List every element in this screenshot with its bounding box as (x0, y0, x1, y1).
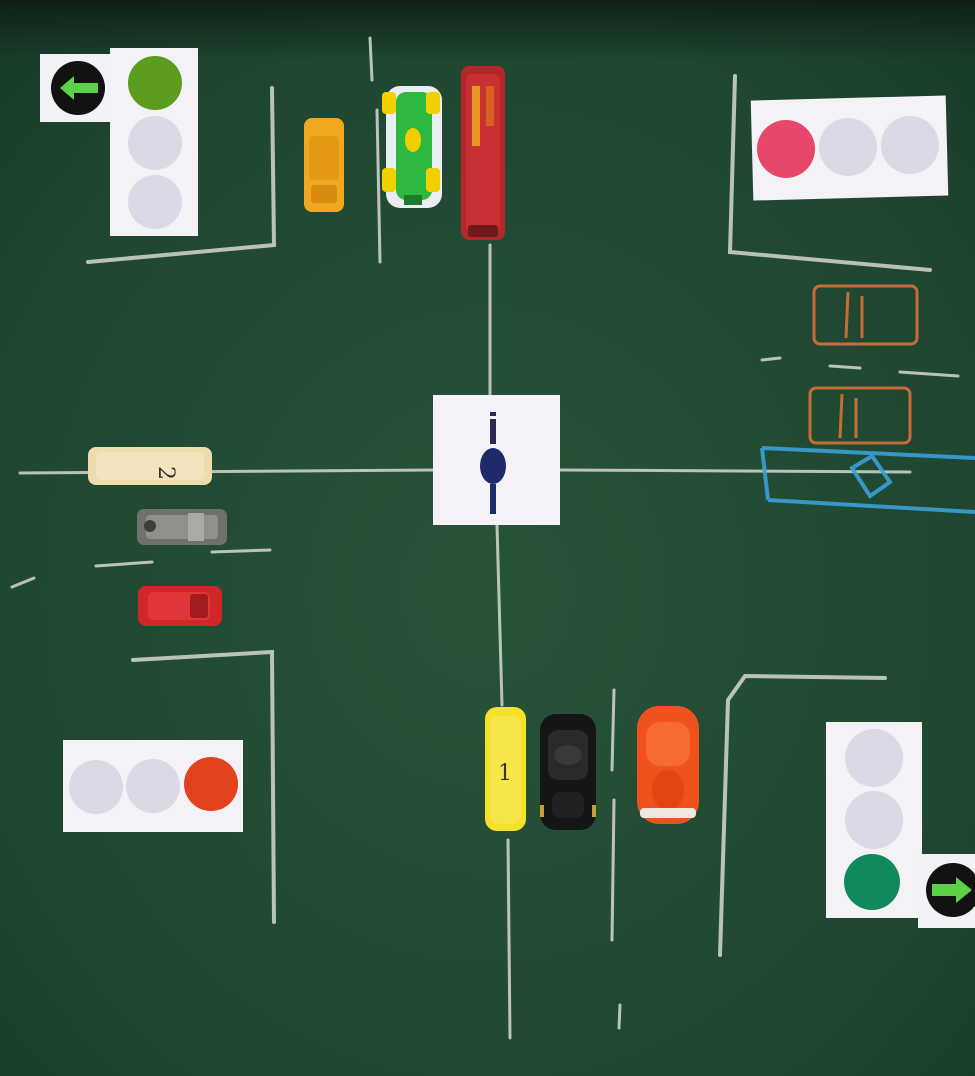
traffic-light-top-right (750, 95, 949, 201)
traffic-controller-icon (480, 408, 506, 514)
car-grey (137, 509, 227, 545)
bus-number-1: 1 (498, 761, 512, 786)
car-green-racer (382, 86, 442, 208)
car-red-small (138, 586, 222, 626)
car-yellow-top (304, 118, 344, 212)
bus-red (461, 66, 505, 240)
traffic-light-bottom-left (63, 740, 243, 832)
bus-yellow: 1 (485, 707, 526, 831)
traffic-light-bottom-right (826, 722, 975, 928)
bus-number-2: 2 (153, 466, 178, 480)
bus-cream: 2 (88, 447, 212, 485)
center-traffic-controller-sign (433, 395, 560, 525)
car-orange (637, 706, 699, 824)
parking-outlines (808, 284, 919, 445)
traffic-light-top-left (40, 48, 198, 236)
crosswalk (760, 446, 975, 514)
car-black (540, 714, 596, 830)
